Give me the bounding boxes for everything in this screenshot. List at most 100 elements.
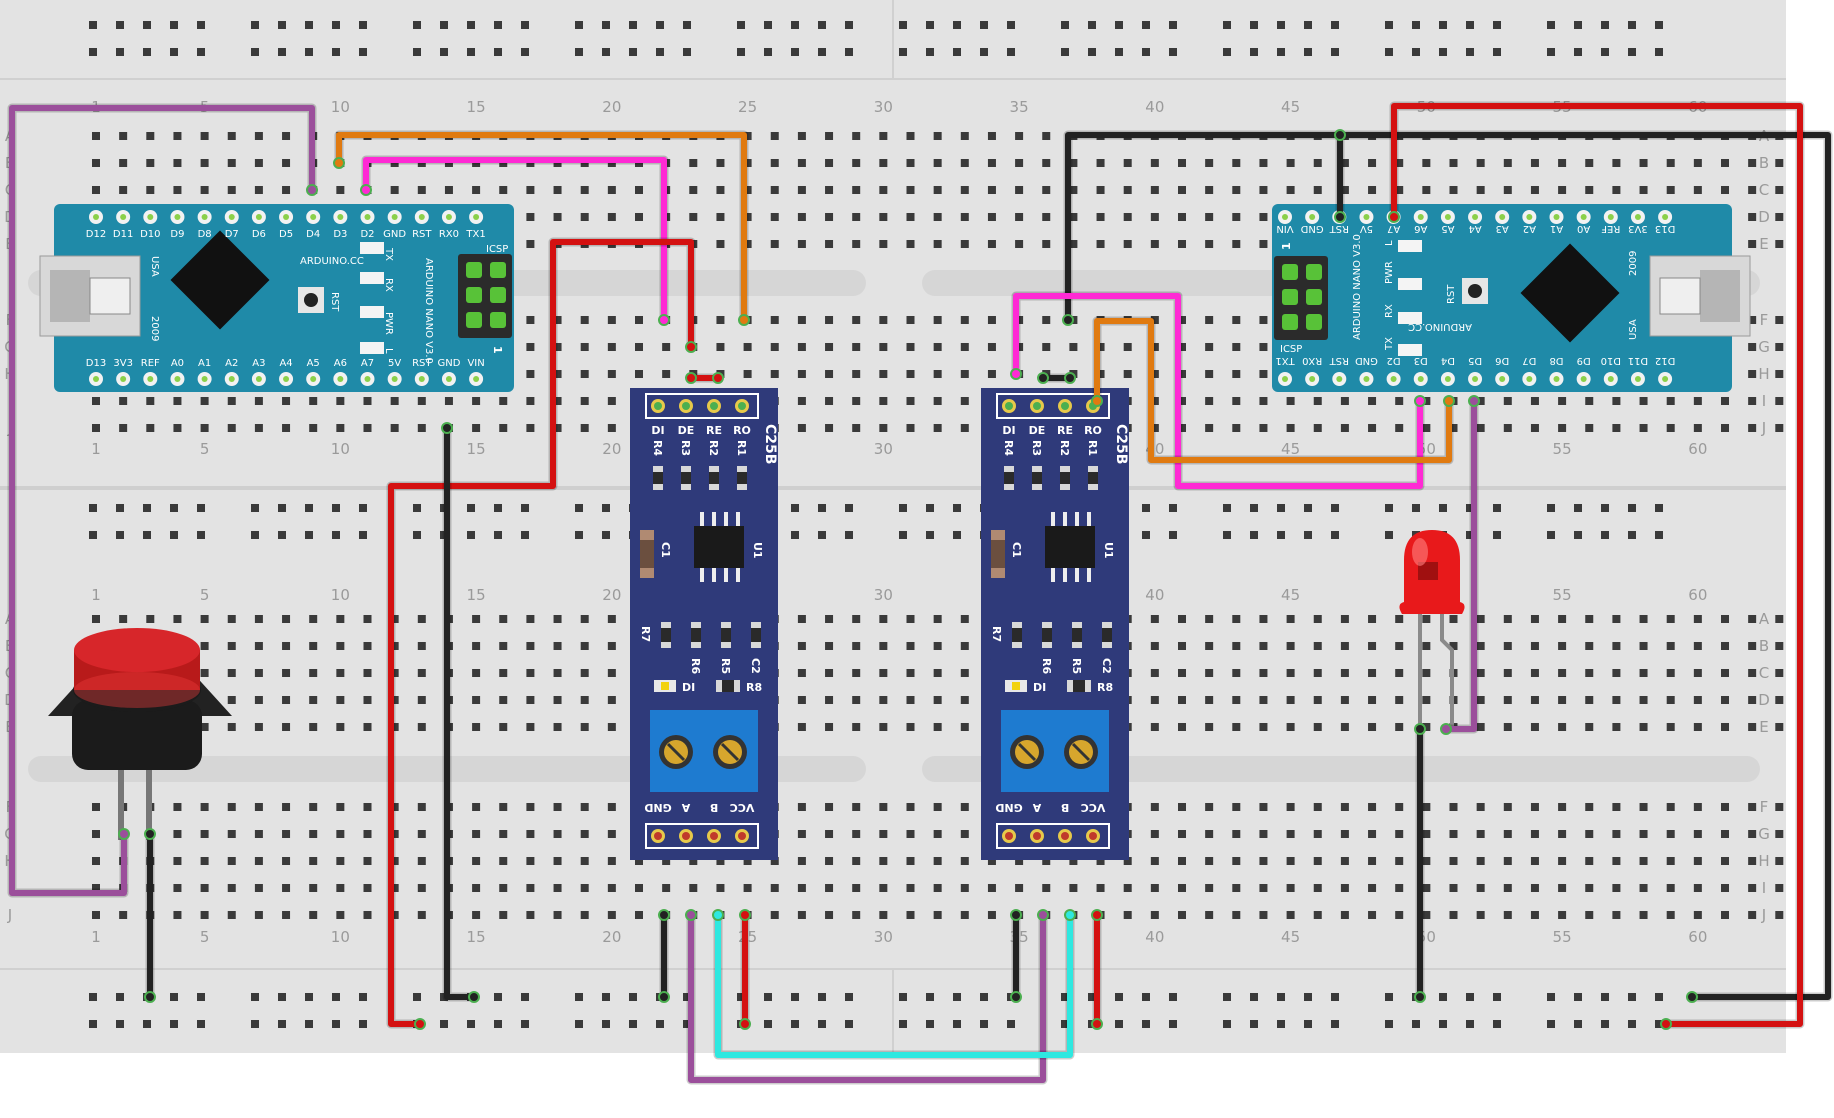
hole <box>1655 531 1663 539</box>
hole <box>879 696 888 704</box>
hole <box>764 21 772 29</box>
status-led-label: PWR <box>1384 261 1395 284</box>
pin-hole <box>1580 376 1587 382</box>
hole <box>1150 316 1159 324</box>
hole <box>526 696 535 704</box>
hole <box>1748 316 1757 324</box>
hole <box>472 642 481 650</box>
hole <box>1304 1020 1312 1028</box>
hole <box>607 857 616 865</box>
hole <box>417 723 426 731</box>
hole <box>200 397 209 405</box>
hole <box>526 213 535 221</box>
hole <box>1449 911 1458 919</box>
pin-hole <box>1282 214 1288 220</box>
hole <box>309 911 318 919</box>
hole <box>227 857 236 865</box>
hole <box>282 642 291 650</box>
ic-chip <box>694 526 744 568</box>
wire-end <box>1388 211 1400 223</box>
hole <box>1096 159 1105 167</box>
pin-hole <box>445 214 452 220</box>
led-leg <box>1418 612 1422 728</box>
hole <box>770 316 779 324</box>
hole <box>791 48 799 56</box>
hole <box>1178 424 1186 432</box>
hole <box>1503 642 1512 650</box>
hole <box>526 343 535 351</box>
wire-orange-left <box>336 132 747 323</box>
hole <box>359 21 367 29</box>
pin-hole <box>283 214 290 220</box>
hole <box>1178 615 1186 623</box>
hole <box>852 884 861 892</box>
hole <box>1530 642 1539 650</box>
hole <box>1558 397 1567 405</box>
hole <box>417 696 426 704</box>
hole <box>200 803 209 811</box>
hole <box>1439 504 1447 512</box>
hole <box>906 615 915 623</box>
pin-label: 5V <box>388 358 401 369</box>
hole <box>1693 723 1702 731</box>
resistor-label: R1 <box>735 440 748 456</box>
hole <box>580 884 589 892</box>
hole <box>472 723 481 731</box>
resistor-label: R2 <box>707 440 720 456</box>
wire-end <box>1091 1018 1103 1030</box>
hole <box>825 424 834 432</box>
pin-label: 5V <box>1360 223 1373 234</box>
hole <box>1142 1020 1150 1028</box>
hole <box>1775 830 1784 838</box>
pin-label: D9 <box>1577 355 1591 366</box>
hole <box>1775 911 1784 919</box>
hole <box>363 696 372 704</box>
hole <box>960 370 969 378</box>
hole <box>363 615 372 623</box>
hole <box>553 213 562 221</box>
hole <box>1205 830 1214 838</box>
hole <box>845 531 853 539</box>
hole <box>146 132 155 140</box>
hole <box>1666 857 1675 865</box>
hole <box>1259 159 1268 167</box>
hole <box>1558 669 1567 677</box>
pin-label: D13 <box>1655 223 1675 234</box>
header-pin-hole <box>1061 832 1069 840</box>
hole <box>852 316 861 324</box>
hole <box>1639 723 1648 731</box>
wire-end <box>1010 991 1022 1003</box>
hole <box>173 397 182 405</box>
hole <box>926 48 934 56</box>
hole <box>254 723 263 731</box>
wire-end <box>712 372 724 384</box>
hole <box>1721 615 1729 623</box>
status-led-label: RX <box>1384 304 1395 318</box>
hole <box>1331 48 1339 56</box>
hole <box>1313 424 1322 432</box>
pin-label: D11 <box>113 229 133 240</box>
hole <box>1721 830 1729 838</box>
hole <box>1574 21 1582 29</box>
hole <box>1069 857 1078 865</box>
hole <box>1721 911 1729 919</box>
arduino-icsp: ICSP <box>1280 344 1302 355</box>
hole <box>689 884 698 892</box>
hole <box>1422 186 1431 194</box>
pin-hole <box>174 214 181 220</box>
hole <box>1205 186 1214 194</box>
hole <box>1331 531 1339 539</box>
hole <box>1395 615 1404 623</box>
hole <box>1655 504 1663 512</box>
hole <box>764 1020 772 1028</box>
hole <box>1530 696 1539 704</box>
hole <box>1015 884 1024 892</box>
pin-label: REF <box>141 358 160 369</box>
hole <box>1530 911 1539 919</box>
hole <box>926 993 934 1001</box>
hole <box>1150 213 1159 221</box>
pin-hole <box>1282 376 1288 382</box>
hole <box>602 21 610 29</box>
column-number: 20 <box>602 928 621 946</box>
hole <box>635 343 643 351</box>
